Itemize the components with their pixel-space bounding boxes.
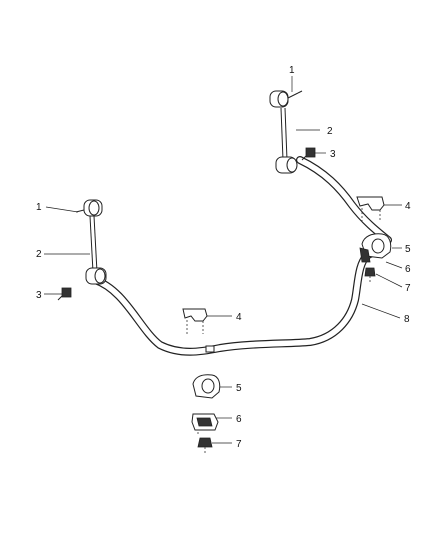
spare-retainer: [191, 413, 219, 436]
callout-5-right-bushing: 5: [405, 244, 411, 255]
callout-3-left-nut: 3: [36, 290, 42, 301]
left-stabilizer-link: [75, 199, 107, 285]
callout-5-spare-bushing: 5: [236, 383, 242, 394]
callout-2-left-link: 2: [36, 249, 42, 260]
callout-2-right-link: 2: [327, 126, 333, 137]
callout-3-right-nut: 3: [330, 149, 336, 160]
callout-7-spare-bolt: 7: [236, 439, 242, 450]
bar-center-marker: [205, 345, 215, 353]
stabilizer-bar: [91, 156, 392, 356]
spare-bolt: [197, 437, 213, 455]
callout-7-right-bolt: 7: [405, 283, 411, 294]
spare-bushing: [192, 374, 221, 399]
callout-8-stabilizer-bar: 8: [404, 314, 410, 325]
left-bushing-clamp: [182, 308, 208, 334]
callout-1-right-link: 1: [289, 65, 295, 76]
callout-6-right-retainer: 6: [405, 264, 411, 275]
callout-6-spare-retainer: 6: [236, 414, 242, 425]
right-bushing-clamp: [356, 196, 385, 222]
right-link-nut: [301, 147, 316, 161]
left-link-nut: [57, 287, 72, 301]
callout-4-right-clamp: 4: [405, 201, 411, 212]
right-stabilizer-link: [269, 90, 303, 174]
callout-1-left-link: 1: [36, 202, 42, 213]
callout-labels: 1 2 3 4 5 6 7 8 1 2 3 4 5 6 7: [36, 65, 411, 450]
right-bushing-bolt: [364, 267, 376, 284]
callout-4-left-clamp: 4: [236, 312, 242, 323]
right-bushing: [359, 233, 392, 263]
leader-lines: [44, 76, 403, 444]
